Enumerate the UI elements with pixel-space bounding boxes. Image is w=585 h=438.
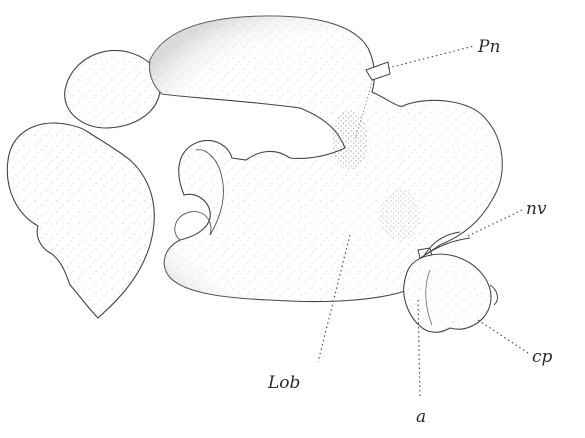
label-cp: cp: [532, 347, 553, 367]
label-lob: Lob: [267, 373, 300, 393]
label-pn: Pn: [477, 37, 500, 57]
label-nv: nv: [526, 199, 547, 219]
cp-leader: [478, 320, 528, 353]
shaded-region: [332, 110, 368, 170]
pn-leader: [388, 46, 474, 68]
label-a: a: [416, 407, 426, 427]
